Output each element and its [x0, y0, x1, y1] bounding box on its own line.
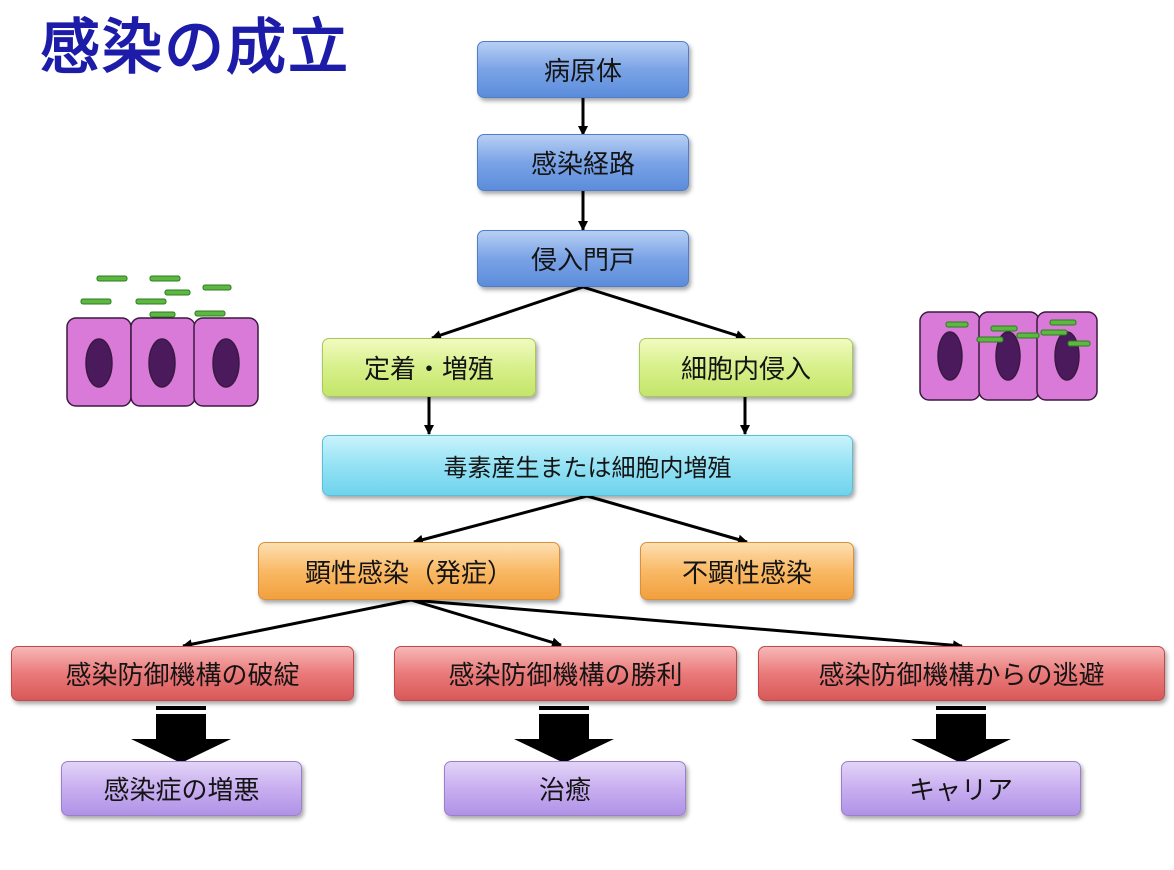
box-defense-escape: 感染防御機構からの逃避 [758, 646, 1165, 701]
arrow-toxin-apparent [413, 494, 588, 545]
box-colonization: 定着・増殖 [322, 338, 536, 397]
block-arrow-breakdown [131, 706, 231, 763]
arrow-apparent-victory [410, 598, 562, 648]
arrow-toxin-inapparent [586, 494, 748, 545]
arrow-apparent-escape [410, 598, 963, 651]
cell-row-right [919, 311, 1098, 401]
box-carrier: キャリア [841, 761, 1081, 816]
bacteria-surface [80, 275, 232, 318]
box-cure: 治癒 [444, 761, 686, 816]
box-infection-route: 感染経路 [477, 134, 689, 191]
bacteria-intracellular [945, 319, 1091, 347]
cell-row-left [66, 317, 259, 407]
box-toxin-production: 毒素産生または細胞内増殖 [322, 435, 853, 496]
box-defense-victory: 感染防御機構の勝利 [394, 646, 737, 701]
box-pathogen: 病原体 [477, 41, 689, 98]
box-inapparent-infection: 不顕性感染 [640, 542, 854, 600]
slide-title: 感染の成立 [40, 13, 350, 83]
arrow-portal-colonize [431, 285, 584, 340]
box-portal-of-entry: 侵入門戸 [477, 230, 689, 287]
box-cell-invasion: 細胞内侵入 [639, 338, 853, 397]
block-arrow-victory [514, 706, 614, 763]
box-apparent-infection: 顕性感染（発症） [258, 542, 560, 600]
box-defense-breakdown: 感染防御機構の破綻 [11, 646, 354, 701]
arrow-portal-invasion [582, 285, 746, 341]
box-worsening: 感染症の増悪 [61, 761, 302, 816]
block-arrow-escape [911, 706, 1011, 763]
arrow-apparent-breakdown [182, 598, 412, 650]
